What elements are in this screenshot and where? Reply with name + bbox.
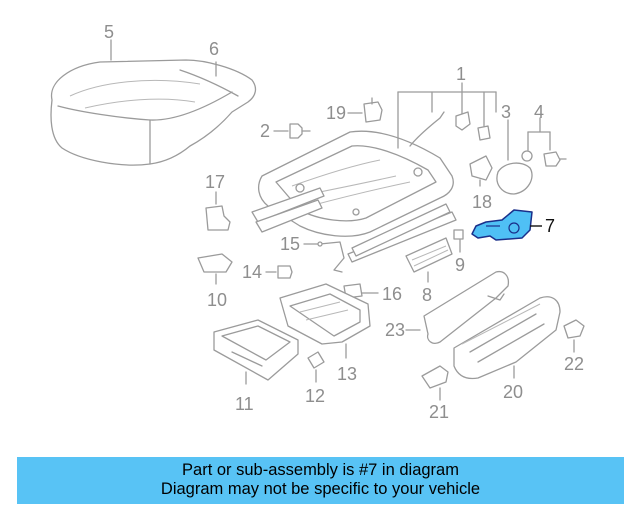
part-18-bracket: [469, 155, 493, 187]
banner-line-2: Diagram may not be specific to your vehi…: [160, 480, 481, 498]
part-1-clip: [455, 111, 471, 131]
part-21-bracket: [421, 365, 449, 401]
callout-12: 12: [305, 386, 325, 406]
callout-6: 6: [209, 39, 219, 59]
banner-line-1: Part or sub-assembly is #7 in diagram: [182, 461, 459, 479]
part-8-rail: [405, 237, 453, 283]
callout-16: 16: [382, 284, 402, 304]
callout-18: 18: [472, 192, 492, 212]
part-19-clip: [347, 97, 383, 123]
leader-1: [397, 82, 497, 149]
callout-22: 22: [564, 354, 584, 374]
callout-17: 17: [205, 172, 225, 192]
callout-1: 1: [456, 64, 466, 84]
part-15-wire: [303, 241, 345, 273]
parts-diagram: 5 6 1 19 2 3 4 18 17 7 15 9 14 10 16 8 2…: [50, 22, 585, 422]
part-3-knob: [496, 119, 533, 195]
part-4-fasteners: [521, 117, 567, 167]
callout-21: 21: [429, 402, 449, 422]
callout-15: 15: [280, 234, 300, 254]
callout-13: 13: [337, 364, 357, 384]
callout-10: 10: [207, 290, 227, 310]
callout-23: 23: [385, 320, 405, 340]
part-17-bracket: [205, 191, 231, 231]
callout-20: 20: [503, 382, 523, 402]
part-13-tray: [279, 283, 371, 359]
callout-4: 4: [534, 102, 544, 122]
seat-frame: [251, 130, 457, 263]
callout-11: 11: [235, 394, 254, 414]
callout-2: 2: [260, 121, 270, 141]
part-9-clip: [453, 229, 464, 240]
info-banner: Part or sub-assembly is #7 in diagram Di…: [17, 457, 624, 504]
part-22-clip: [563, 319, 585, 353]
callout-5: 5: [104, 22, 114, 42]
part-14-grommet: [265, 265, 293, 279]
part-1-cable: [409, 111, 445, 147]
part-23-wire-frame: [405, 270, 510, 344]
callout-9: 9: [455, 255, 465, 275]
callout-7: 7: [545, 216, 555, 236]
callout-8: 8: [422, 285, 432, 305]
part-1-clip-2: [477, 125, 491, 141]
part-12-clip: [307, 351, 325, 383]
callout-14: 14: [242, 262, 262, 282]
part-10-clip: [197, 253, 233, 285]
part-11-storage-tray: [213, 319, 299, 385]
part-2-bolt: [273, 123, 311, 139]
part-5-6-seat-cushion: [50, 59, 257, 166]
part-20-side-cover: [453, 296, 561, 380]
callout-19: 19: [326, 103, 346, 123]
callout-3: 3: [501, 102, 511, 122]
part-7-highlighted: [471, 209, 542, 241]
